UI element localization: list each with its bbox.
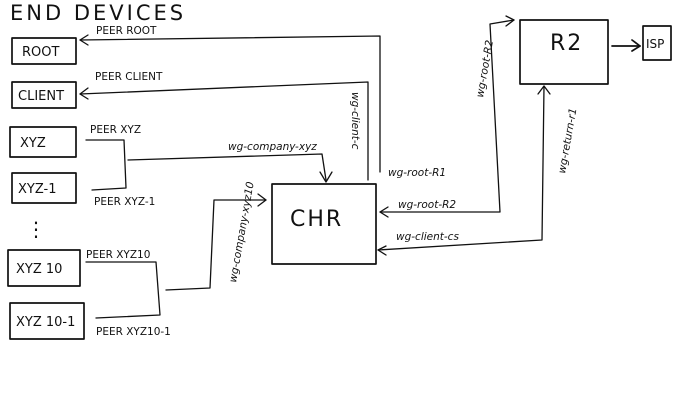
peer-client-label: PEER CLIENT xyxy=(95,71,163,83)
box-r2-label: R2 xyxy=(550,31,583,56)
peer-root-arrowhead xyxy=(79,34,89,46)
box-root-label: ROOT xyxy=(22,45,59,60)
box-chr xyxy=(271,183,377,265)
box-r2 xyxy=(519,19,609,85)
wg-client-c-label: wg-client-c xyxy=(349,92,361,150)
peer-xyz-1-label: PEER XYZ-1 xyxy=(94,196,155,208)
box-xyz-label: XYZ xyxy=(20,136,46,151)
r2-isp-arrowhead xyxy=(631,39,641,52)
box-xyz10-1-label: XYZ 10-1 xyxy=(16,315,75,330)
peer-root-label: PEER ROOT xyxy=(96,25,157,37)
box-xyz10-label: XYZ 10 xyxy=(16,262,62,277)
wg-root-r2-label: wg-root-R2 xyxy=(398,199,456,211)
wg-company-xyz-line xyxy=(127,153,327,181)
wg-return-r1-arrowhead xyxy=(537,85,551,95)
box-client xyxy=(11,81,77,109)
box-xyz-1 xyxy=(11,172,77,204)
box-isp-label: ISP xyxy=(646,37,664,51)
wg-root-r1-label: wg-root-R1 xyxy=(388,167,446,179)
xyz-bracket xyxy=(85,139,127,191)
peer-root-line xyxy=(79,35,381,173)
box-root xyxy=(11,37,77,65)
peer-xyz10-label: PEER XYZ10 xyxy=(86,249,150,261)
wg-root-r2-line xyxy=(379,19,515,213)
box-xyz xyxy=(9,126,77,158)
peer-xyz10-1-label: PEER XYZ10-1 xyxy=(96,326,171,338)
peer-client-line xyxy=(79,81,369,181)
wg-company-xyz10-line xyxy=(165,199,267,291)
wg-company-xyz10-label: wg-company-xyz10 xyxy=(227,181,257,284)
wg-root-r2-r2-arrowhead xyxy=(505,15,515,27)
wg-company-xyz-label: wg-company-xyz xyxy=(228,141,317,153)
diagram-title: END DEVICES xyxy=(10,1,186,25)
peer-client-arrowhead xyxy=(79,87,89,100)
wg-client-cs-arrowhead xyxy=(377,245,387,256)
wg-client-cs-line xyxy=(377,85,545,251)
box-chr-label: CHR xyxy=(290,207,343,232)
xyz10-bracket xyxy=(85,261,161,319)
wg-return-r1-label: wg-return-r1 xyxy=(556,107,579,174)
box-client-label: CLIENT xyxy=(18,89,64,104)
box-xyz10 xyxy=(7,249,81,287)
box-xyz10-1 xyxy=(9,302,85,340)
box-isp xyxy=(642,25,672,61)
wg-root-r2-arrowhead xyxy=(379,206,389,218)
ellipsis-mark: ⋮ xyxy=(26,217,46,241)
wg-company-xyz10-arrowhead xyxy=(257,193,267,207)
wg-client-cs-label: wg-client-cs xyxy=(396,231,459,243)
wg-company-xyz-arrowhead xyxy=(319,171,333,183)
box-xyz-1-label: XYZ-1 xyxy=(18,182,57,197)
peer-xyz-label: PEER XYZ xyxy=(90,124,141,136)
